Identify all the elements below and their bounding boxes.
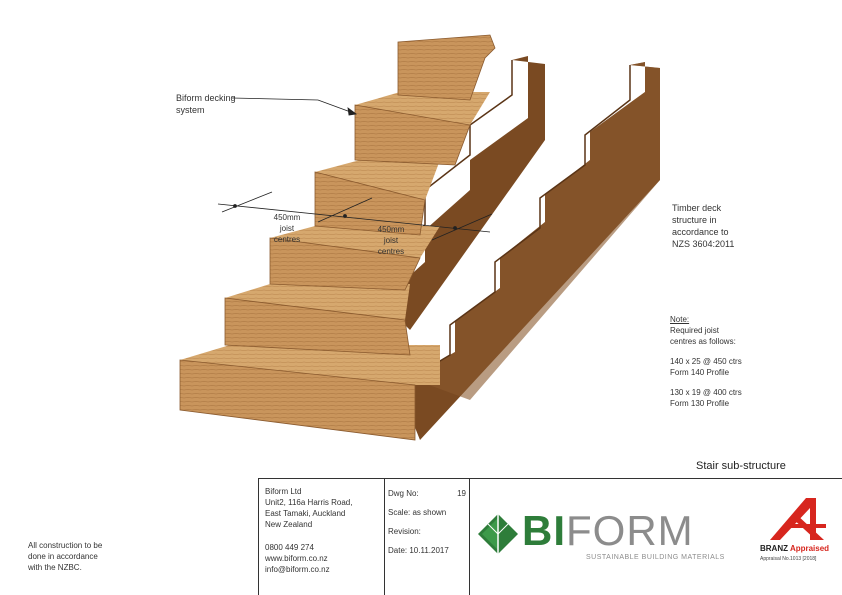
spec2-size: 130 x 19 @ 400 ctrs — [670, 388, 742, 397]
note-line2: centres as follows: — [670, 337, 736, 346]
title-block-left-border — [258, 478, 259, 595]
note-line1: Required joist — [670, 326, 719, 335]
nzbc-line1: All construction to be — [28, 541, 103, 550]
joist-left-word: joist — [279, 224, 295, 233]
spec1-profile: Form 140 Profile — [670, 368, 730, 377]
company-name: Biform Ltd — [265, 487, 302, 496]
joist-left-dim: 450mm — [273, 213, 301, 222]
company-address: Biform Ltd Unit2, 116a Harris Road, East… — [265, 486, 352, 530]
biform-leaf-icon — [478, 514, 518, 554]
company-phone: 0800 449 274 — [265, 543, 314, 552]
biform-logo: BIFORM SUSTAINABLE BUILDING MATERIALS — [476, 508, 731, 568]
nzbc-footer-note: All construction to be done in accordanc… — [28, 540, 102, 573]
drawing-info: Dwg No: 19 Scale: as shown Revision: Dat… — [388, 488, 466, 556]
joist-label-left: 450mm joist centres — [262, 212, 312, 245]
timber-deck-label: Timber deck structure in accordance to N… — [672, 202, 734, 250]
joist-left-centres: centres — [273, 235, 301, 244]
nzbc-line2: done in accordance — [28, 552, 98, 561]
dwg-number-value: 19 — [457, 489, 466, 498]
spec2-profile: Form 130 Profile — [670, 399, 730, 408]
title-block-divider-2 — [469, 478, 470, 595]
biform-tagline: SUSTAINABLE BUILDING MATERIALS — [586, 554, 725, 561]
biform-wordmark-form: FORM — [566, 507, 694, 554]
nzbc-line3: with the NZBC. — [28, 563, 82, 572]
joist-right-dim: 450mm — [377, 225, 405, 234]
biform-wordmark: BIFORM — [522, 508, 694, 554]
timber-deck-line1: Timber deck — [672, 203, 722, 213]
note-title: Note: — [670, 315, 690, 324]
branz-mark-icon — [770, 498, 826, 540]
title-block-top-border — [258, 478, 842, 479]
company-address-line3: New Zealand — [265, 520, 313, 529]
stair-treads — [179, 34, 496, 441]
branz-label: BRANZ Appraised — [760, 544, 830, 553]
dwg-date: Date: 10.11.2017 — [388, 546, 449, 555]
company-website[interactable]: www.biform.co.nz — [265, 554, 328, 563]
joist-note: Note: Required joist centres as follows:… — [670, 314, 810, 409]
branz-sub: Appraisal No.1013 [2018] — [760, 556, 817, 562]
company-address-line2: East Tamaki, Auckland — [265, 509, 346, 518]
decking-label: Biform decking system — [176, 92, 236, 116]
dwg-scale: Scale: as shown — [388, 508, 447, 517]
dwg-number-label: Dwg No: — [388, 489, 419, 498]
title-block-divider-1 — [384, 478, 385, 595]
spec1-size: 140 x 25 @ 450 ctrs — [670, 357, 742, 366]
decking-leader — [231, 97, 358, 116]
dimension-lines — [217, 191, 493, 241]
joist-right-word: joist — [383, 236, 399, 245]
joist-label-right: 450mm joist centres — [366, 224, 416, 257]
drawing-title: Stair sub-structure — [696, 460, 786, 472]
decking-label-line1: Biform decking — [176, 93, 236, 103]
right-stringer — [407, 62, 660, 440]
company-contact: 0800 449 274 www.biform.co.nz info@bifor… — [265, 542, 330, 575]
company-address-line1: Unit2, 116a Harris Road, — [265, 498, 353, 507]
dwg-revision: Revision: — [388, 527, 421, 536]
timber-deck-line4: NZS 3604:2011 — [672, 239, 735, 249]
decking-label-line2: system — [176, 105, 205, 115]
company-email[interactable]: info@biform.co.nz — [265, 565, 330, 574]
biform-wordmark-bi: BI — [522, 507, 566, 554]
dwg-number-row: Dwg No: 19 — [388, 488, 466, 499]
timber-deck-line2: structure in — [672, 215, 717, 225]
timber-deck-line3: accordance to — [672, 227, 729, 237]
branz-logo: BRANZ Appraised Appraisal No.1013 [2018] — [760, 494, 838, 568]
joist-right-centres: centres — [377, 247, 405, 256]
